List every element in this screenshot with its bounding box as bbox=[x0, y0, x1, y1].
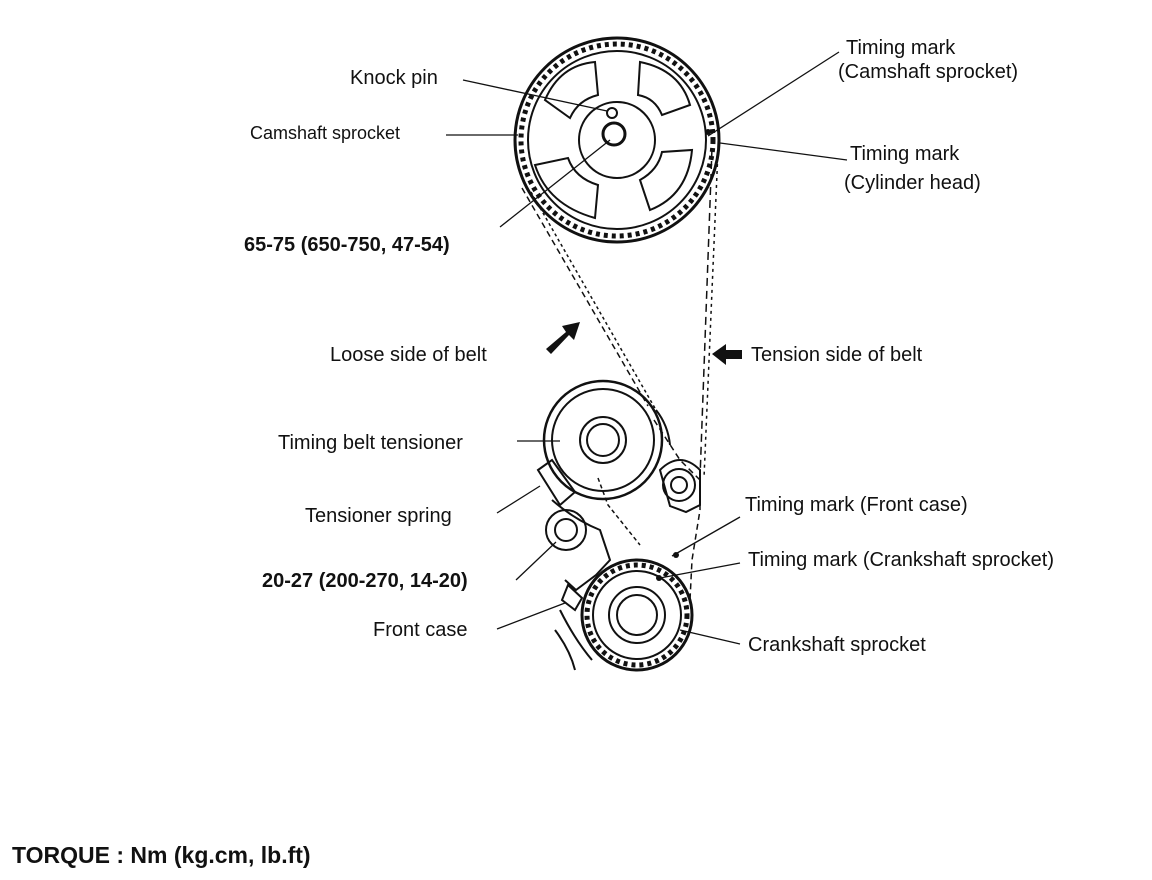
camshaft-sprocket-label: Camshaft sprocket bbox=[250, 123, 401, 143]
tensioner-bracket bbox=[536, 458, 701, 592]
timing-belt-tensioner bbox=[542, 379, 671, 501]
tensioner-spring-label: Tensioner spring bbox=[305, 505, 452, 527]
crankshaft-sprocket bbox=[580, 558, 694, 672]
tensioner-label: Timing belt tensioner bbox=[278, 432, 463, 454]
torque-units-footer: TORQUE : Nm (kg.cm, lb.ft) bbox=[12, 842, 311, 868]
timing-mark-cam-label-line1: Timing mark bbox=[846, 37, 956, 59]
camshaft-bolt-torque-label: 65-75 (650-750, 47-54) bbox=[244, 234, 450, 256]
timing-marks bbox=[656, 129, 711, 581]
camshaft-sprocket bbox=[513, 36, 721, 244]
knock-pin bbox=[606, 107, 618, 119]
timing-mark-crank-label: Timing mark (Crankshaft sprocket) bbox=[748, 549, 1054, 571]
timing-mark-front-case bbox=[673, 552, 679, 558]
tensioner-bolt-torque-label: 20-27 (200-270, 14-20) bbox=[262, 570, 468, 592]
crankshaft-sprocket-label: Crankshaft sprocket bbox=[748, 634, 926, 656]
timing-mark-camshaft bbox=[705, 129, 711, 135]
timing-mark-crankshaft bbox=[656, 575, 662, 581]
loose-side-arrow bbox=[546, 322, 580, 354]
timing-mark-head-label-line2: (Cylinder head) bbox=[844, 172, 981, 194]
tension-side-arrow bbox=[712, 344, 742, 365]
front-case-label: Front case bbox=[373, 619, 468, 641]
leader-lines bbox=[446, 51, 848, 645]
timing-belt bbox=[521, 147, 719, 601]
timing-mark-head-label-line1: Timing mark bbox=[850, 143, 960, 165]
front-case bbox=[554, 583, 593, 671]
timing-mark-cam-label-line2: (Camshaft sprocket) bbox=[838, 61, 1019, 83]
timing-mark-front-case-label: Timing mark (Front case) bbox=[745, 494, 968, 516]
knock-pin-label: Knock pin bbox=[350, 67, 438, 89]
tension-side-label: Tension side of belt bbox=[751, 344, 923, 366]
loose-side-label: Loose side of belt bbox=[330, 344, 487, 366]
